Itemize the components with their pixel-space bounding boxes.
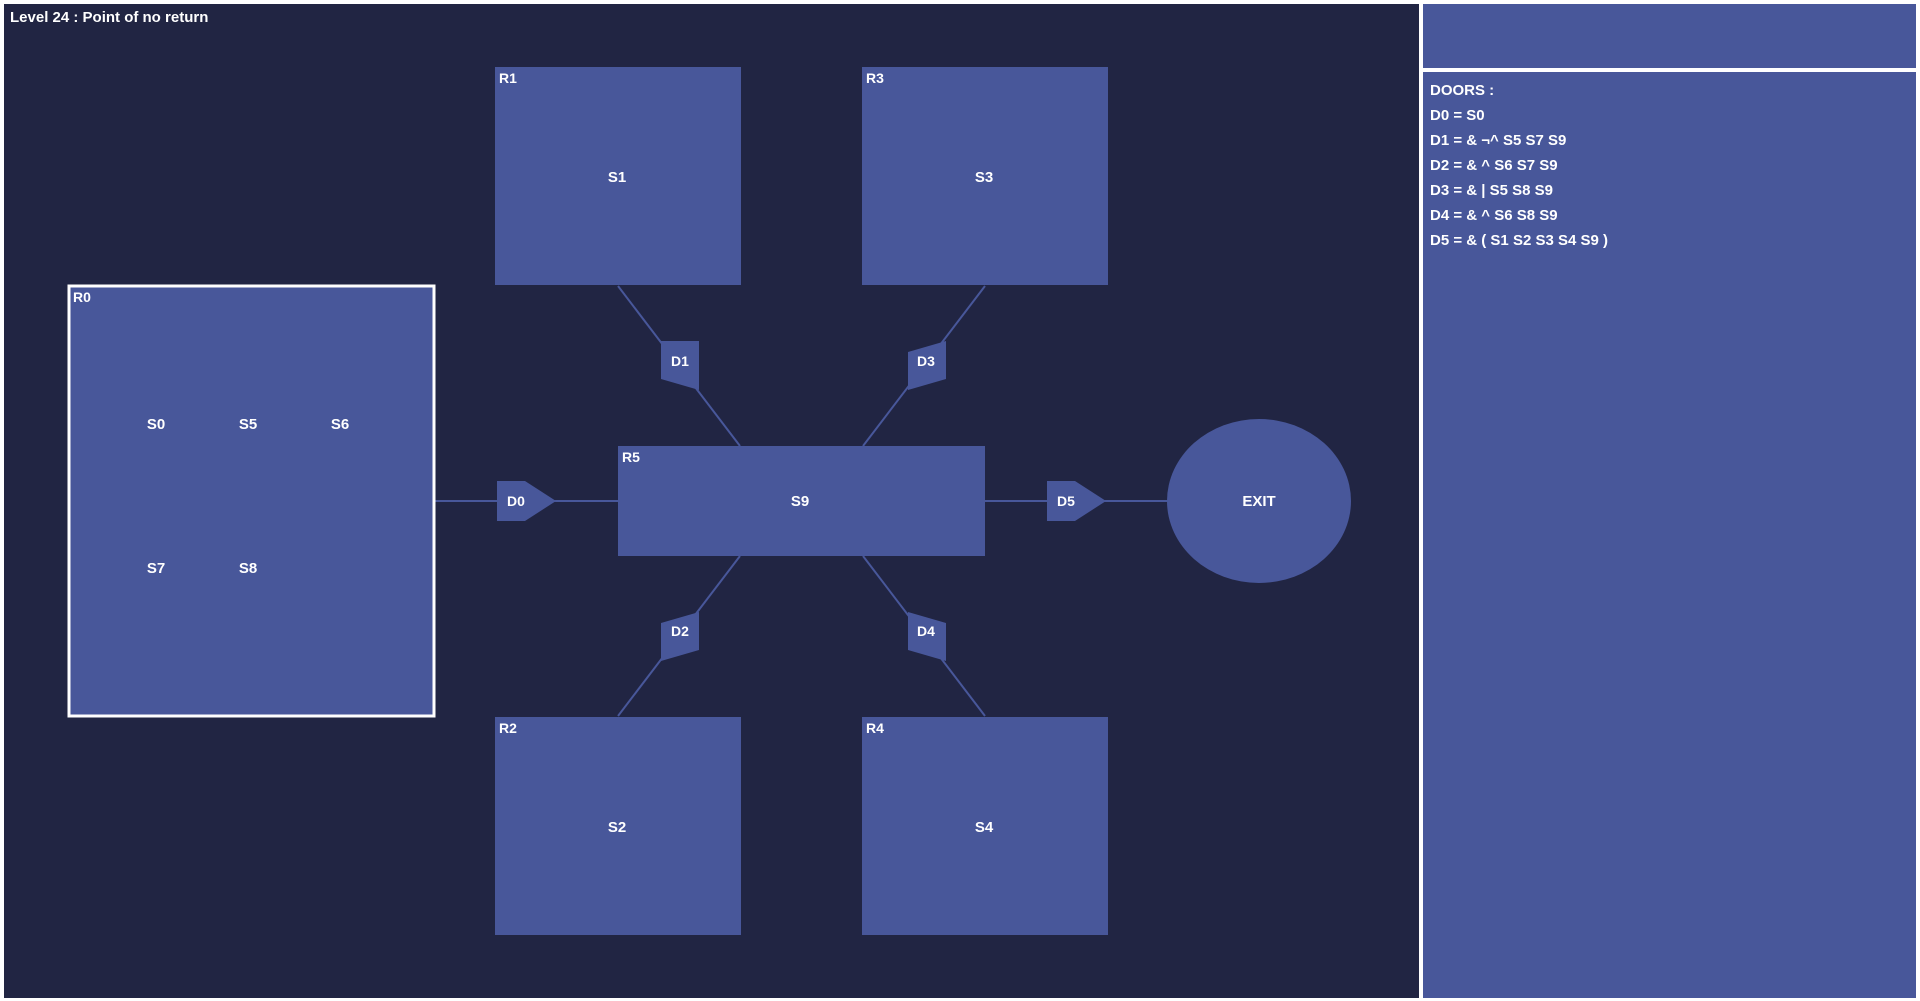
- door-d5-label: D5: [1057, 493, 1075, 509]
- door-d4-label: D4: [917, 623, 935, 639]
- door-rule-d1: D1 = & ¬^ S5 S7 S9: [1430, 132, 1567, 149]
- door-d1-shape[interactable]: [661, 341, 699, 390]
- switch-s6[interactable]: S6: [331, 416, 349, 433]
- switch-s1[interactable]: S1: [608, 169, 626, 186]
- exit[interactable]: EXIT: [1167, 419, 1351, 583]
- room-r1[interactable]: R1 S1: [495, 67, 741, 285]
- switch-s8[interactable]: S8: [239, 560, 257, 577]
- doors-heading: DOORS :: [1430, 82, 1495, 99]
- room-r5-box[interactable]: [618, 446, 985, 556]
- room-r3-label: R3: [866, 70, 884, 86]
- door-d3-label: D3: [917, 353, 935, 369]
- room-r4-label: R4: [866, 720, 884, 736]
- room-r4[interactable]: R4 S4: [862, 717, 1108, 935]
- door-d0-shape[interactable]: [497, 481, 556, 521]
- switch-s2[interactable]: S2: [608, 819, 626, 836]
- room-map-canvas: R0 S0 S5 S6 S7 S8 R1 S1 R3 S3 R2 S2: [67, 67, 1351, 935]
- room-r0[interactable]: R0 S0 S5 S6 S7 S8: [67, 284, 436, 718]
- door-d2-shape[interactable]: [661, 612, 699, 661]
- door-rule-d3: D3 = & | S5 S8 S9: [1430, 182, 1554, 199]
- door-d1-label: D1: [671, 353, 689, 369]
- door-d2[interactable]: D2: [661, 612, 699, 661]
- room-r2-label: R2: [499, 720, 517, 736]
- door-rule-d5: D5 = & ( S1 S2 S3 S4 S9 ): [1430, 232, 1609, 249]
- side-panel-header: [1423, 4, 1916, 68]
- door-d3-shape[interactable]: [908, 341, 946, 390]
- door-d3[interactable]: D3: [908, 341, 946, 390]
- level-title: Level 24 : Point of no return: [10, 9, 209, 26]
- switch-s0[interactable]: S0: [147, 416, 165, 433]
- room-r5-label: R5: [622, 449, 640, 465]
- door-d5[interactable]: D5: [1047, 481, 1106, 521]
- room-r4-box[interactable]: [862, 717, 1108, 935]
- switch-s4[interactable]: S4: [975, 819, 994, 836]
- door-d5-shape[interactable]: [1047, 481, 1106, 521]
- switch-s7[interactable]: S7: [147, 560, 165, 577]
- door-rule-d4: D4 = & ^ S6 S8 S9: [1430, 207, 1558, 224]
- room-r5[interactable]: R5 S9: [618, 446, 985, 556]
- room-r2[interactable]: R2 S2: [495, 717, 741, 935]
- room-r2-box[interactable]: [495, 717, 741, 935]
- door-d4-shape[interactable]: [908, 612, 946, 661]
- room-r0-box[interactable]: [67, 284, 436, 718]
- door-d2-label: D2: [671, 623, 689, 639]
- level-map: Level 24 : Point of no return R0 S0 S5 S…: [4, 4, 1419, 998]
- room-r3-box[interactable]: [862, 67, 1108, 285]
- exit-label: EXIT: [1242, 493, 1275, 510]
- door-d0-label: D0: [507, 493, 525, 509]
- room-r3[interactable]: R3 S3: [862, 67, 1108, 285]
- room-r1-box[interactable]: [495, 67, 741, 285]
- switch-s5[interactable]: S5: [239, 416, 257, 433]
- room-r0-label: R0: [73, 289, 91, 305]
- exit-ellipse[interactable]: [1167, 419, 1351, 583]
- door-d1[interactable]: D1: [661, 341, 699, 390]
- door-rule-d2: D2 = & ^ S6 S7 S9: [1430, 157, 1558, 174]
- door-d4[interactable]: D4: [908, 612, 946, 661]
- door-rule-d0: D0 = S0: [1430, 107, 1485, 124]
- switch-s9[interactable]: S9: [791, 493, 809, 510]
- switch-s3[interactable]: S3: [975, 169, 993, 186]
- room-r1-label: R1: [499, 70, 517, 86]
- door-d0[interactable]: D0: [497, 481, 556, 521]
- doors-panel: DOORS : D0 = S0 D1 = & ¬^ S5 S7 S9 D2 = …: [1423, 72, 1916, 998]
